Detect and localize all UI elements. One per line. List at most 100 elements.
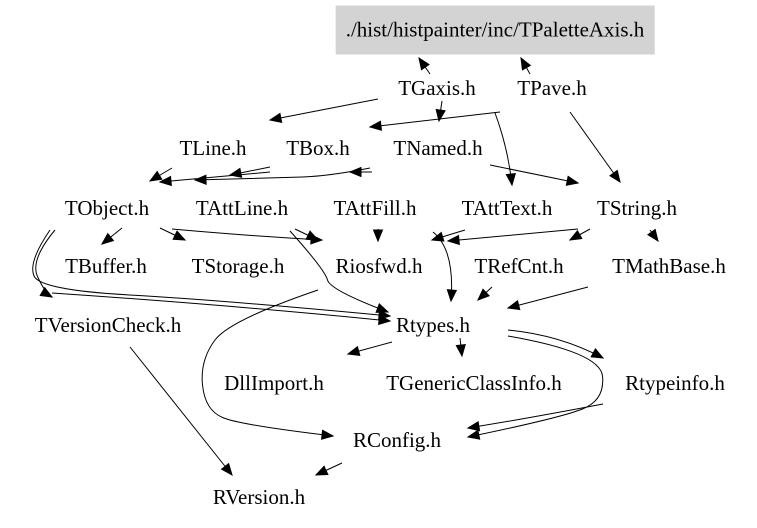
arrowhead-icon (418, 56, 430, 71)
edge-tgaxis-to-tbox (368, 111, 501, 131)
node-tstring[interactable]: TString.h (597, 196, 677, 220)
node-tbox[interactable]: TBox.h (286, 136, 350, 160)
edge-rtypeinfo-to-rconfig (466, 403, 604, 432)
arrowhead-icon (320, 429, 335, 440)
node-tbuffer[interactable]: TBuffer.h (65, 254, 147, 278)
edge-tgaxis-to-root (418, 56, 431, 75)
arrowhead-icon (609, 169, 621, 184)
edge-rtypes-to-rtypeinfo (507, 329, 605, 359)
edge-line (194, 167, 371, 181)
edge-line (369, 111, 501, 128)
arrowhead-icon (305, 230, 320, 241)
edge-tattline-to-rtypes (289, 230, 390, 313)
edge-tgaxis-to-tnamed (435, 100, 446, 123)
arrowhead-icon (466, 420, 481, 432)
node-tobject[interactable]: TObject.h (64, 196, 150, 220)
node-riosfwd[interactable]: Riosfwd.h (335, 254, 423, 278)
edge-tobject-to-tbuffer (100, 227, 123, 245)
edge-riosfwd-to-rconfig (201, 289, 335, 440)
node-tpave[interactable]: TPave.h (517, 76, 587, 100)
edge-rtypes-to-dllimport (346, 341, 393, 357)
node-tgenericclassinfo[interactable]: TGenericClassInfo.h (386, 371, 562, 395)
edge-tbox-to-tobject (158, 171, 271, 187)
node-dllimport[interactable]: DllImport.h (224, 371, 324, 395)
arrowhead-icon (505, 173, 516, 187)
edge-line (171, 228, 323, 241)
edge-line (489, 164, 579, 184)
arrowhead-icon (375, 303, 390, 313)
node-trefcnt[interactable]: TRefCnt.h (474, 254, 564, 278)
edge-tversioncheck-to-rtypes (51, 292, 392, 326)
edge-tversioncheck-to-rversion (129, 346, 233, 477)
arrowhead-icon (372, 229, 384, 243)
node-tattline[interactable]: TAttLine.h (195, 196, 289, 220)
edge-line (507, 329, 604, 359)
edge-tbox-to-tattfill (348, 166, 372, 178)
arrowhead-icon (378, 314, 392, 326)
node-rversion[interactable]: RVersion.h (212, 485, 306, 509)
edge-line (35, 229, 56, 298)
arrowhead-icon (100, 232, 115, 245)
edge-line (289, 230, 389, 313)
edge-tmathbase-to-rtypes (506, 286, 589, 311)
node-tattfill[interactable]: TAttFill.h (333, 196, 417, 220)
edge-tline-to-tobject (148, 167, 173, 182)
edge-rtypes-to-rconfig (466, 335, 604, 440)
edge-line (269, 98, 379, 121)
edge-line (447, 228, 579, 242)
edge-tattfill-to-riosfwd (372, 229, 384, 243)
node-tline[interactable]: TLine.h (179, 136, 247, 160)
edge-rtypes-to-tgenericclassinfo (455, 337, 466, 358)
edge-tgaxis-to-tline (268, 98, 379, 123)
edge-line (467, 403, 604, 429)
arrowhead-icon (455, 343, 466, 358)
arrowhead-icon (565, 175, 580, 186)
edge-tobject-to-tstorage (159, 227, 187, 241)
node-rtypeinfo[interactable]: Rtypeinfo.h (625, 371, 725, 395)
edge-tstring-to-trefcnt (568, 228, 591, 241)
edge-tnamed-to-tobject (193, 167, 371, 185)
arrowhead-icon (220, 462, 233, 477)
edge-line (507, 286, 589, 309)
edge-tstring-to-riosfwd (446, 228, 579, 246)
arrowhead-icon (435, 108, 446, 123)
arrowhead-icon (346, 345, 361, 357)
node-tstorage[interactable]: TStorage.h (191, 254, 285, 278)
arrowhead-icon (446, 289, 458, 303)
arrowhead-icon (506, 300, 521, 311)
arrowhead-icon (590, 347, 605, 359)
edge-line (129, 346, 233, 476)
node-tgaxis[interactable]: TGaxis.h (398, 76, 476, 100)
arrowhead-icon (268, 112, 283, 123)
edge-tattline-to-riosfwd (294, 228, 320, 241)
arrowhead-icon (148, 170, 163, 182)
node-tatttext[interactable]: TAttText.h (461, 196, 553, 220)
arrowhead-icon (646, 228, 659, 243)
node-rconfig[interactable]: RConfig.h (352, 428, 442, 452)
edge-tpave-to-tstring (569, 111, 621, 184)
node-tversioncheck[interactable]: TVersionCheck.h (34, 313, 182, 337)
node-tnamed[interactable]: TNamed.h (393, 136, 483, 160)
edge-trefcnt-to-rtypes (477, 286, 493, 301)
arrowhead-icon (568, 229, 583, 241)
arrowhead-icon (466, 429, 481, 440)
arrowhead-icon (477, 288, 490, 301)
node-root-tpaletteaxis[interactable]: ./hist/histpainter/inc/TPaletteAxis.h (335, 5, 655, 55)
edge-tobject-to-tversioncheck (35, 229, 56, 298)
edge-line (51, 292, 391, 322)
edge-line (32, 229, 391, 317)
arrowhead-icon (348, 166, 362, 178)
edge-line (201, 289, 334, 437)
node-tmathbase[interactable]: TMathBase.h (612, 254, 726, 278)
edge-tpave-to-root (520, 56, 532, 75)
edge-tgaxis-to-tatttext (494, 112, 516, 187)
edge-rconfig-to-rversion (314, 462, 343, 476)
node-rtypes[interactable]: Rtypes.h (395, 313, 471, 337)
edge-tstring-to-tmathbase (646, 228, 659, 243)
arrowhead-icon (193, 174, 207, 185)
edge-line (569, 111, 621, 183)
arrowhead-icon (39, 286, 54, 298)
edge-tnamed-to-tstring (489, 164, 580, 186)
